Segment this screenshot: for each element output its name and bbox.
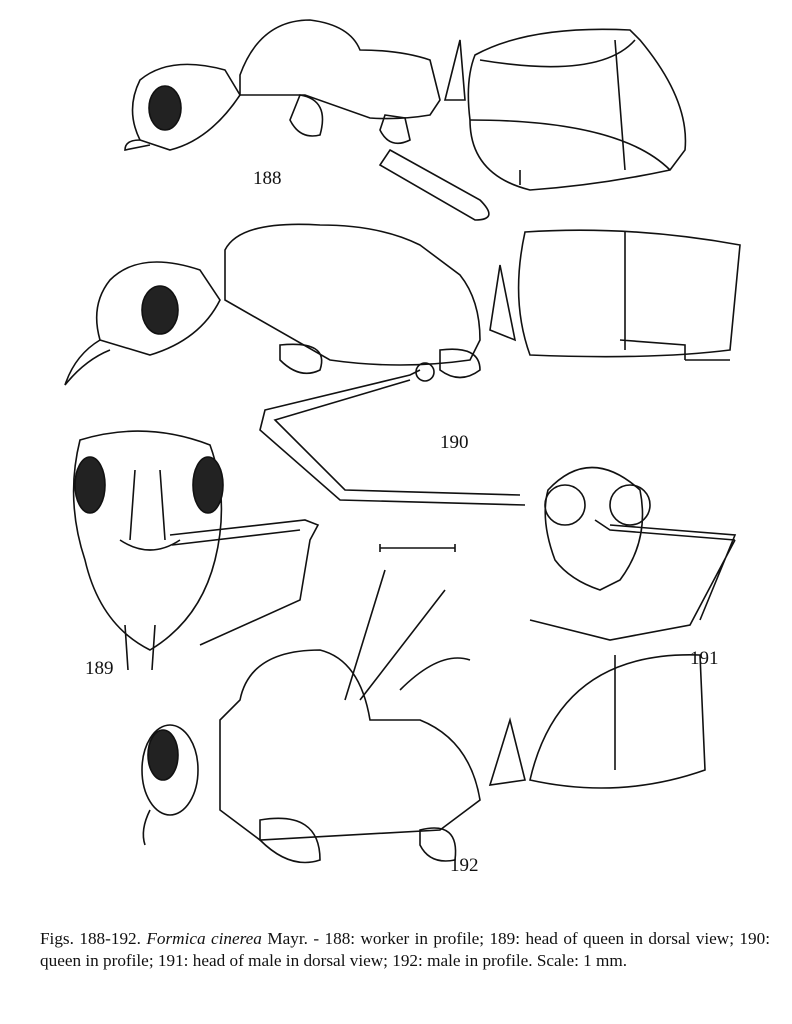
queen-head-drawing	[72, 430, 320, 671]
caption-text: Mayr. - 188: worker in profile; 189: hea…	[40, 929, 770, 970]
male-head-drawing	[529, 466, 737, 641]
figure-number-188: 188	[253, 168, 282, 189]
queen-profile-drawing	[64, 223, 741, 506]
figure-caption: Figs. 188-192. Formica cinerea Mayr. - 1…	[40, 928, 770, 972]
figure-number-190: 190	[440, 432, 469, 453]
caption-species: Formica cinerea	[146, 929, 262, 948]
male-profile-drawing	[141, 569, 706, 864]
caption-prefix: Figs. 188-192.	[40, 929, 141, 948]
figure-number-191: 191	[690, 648, 719, 669]
scale-bar	[379, 544, 456, 552]
figure-number-189: 189	[85, 658, 114, 679]
figure-number-192: 192	[450, 855, 479, 876]
worker-profile-drawing	[124, 19, 687, 221]
